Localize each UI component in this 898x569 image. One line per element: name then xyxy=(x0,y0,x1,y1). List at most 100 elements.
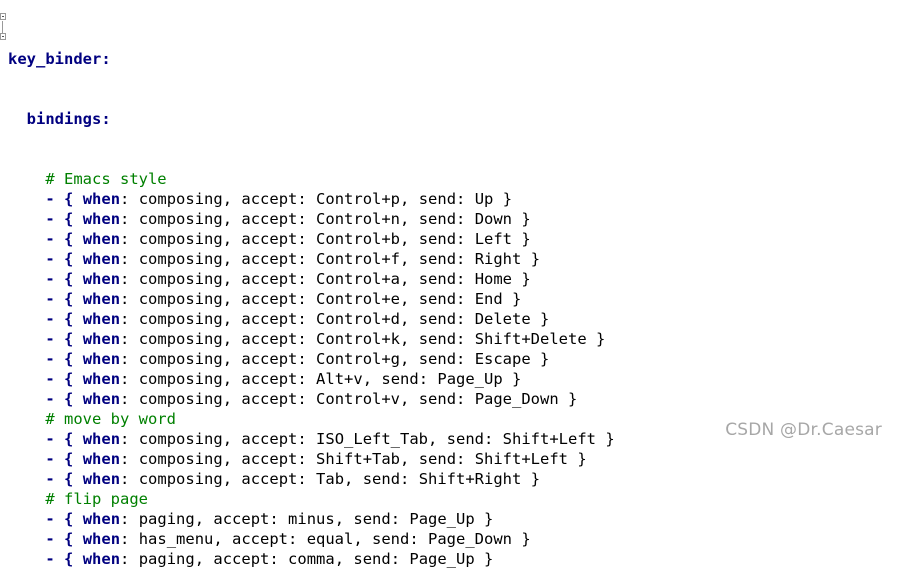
when-key: when xyxy=(82,390,121,408)
when-value: composing xyxy=(138,270,223,288)
open-brace: { xyxy=(64,210,74,228)
binding-line: - { when: composing, accept: Control+v, … xyxy=(45,390,578,408)
code-line-key-binder: key_binder: xyxy=(8,50,111,68)
when-key: when xyxy=(82,250,121,268)
when-key: when xyxy=(82,350,121,368)
close-brace: } xyxy=(521,530,531,548)
when-value: composing xyxy=(138,470,223,488)
comment-text: # flip page xyxy=(45,490,148,508)
when-value: composing xyxy=(138,230,223,248)
when-key: when xyxy=(82,270,121,288)
when-key: when xyxy=(82,430,121,448)
send-value: Page_Up xyxy=(409,510,475,528)
when-value: paging xyxy=(138,510,195,528)
binding-line: - { when: paging, accept: minus, send: P… xyxy=(45,510,494,528)
comment-line: # flip page xyxy=(8,489,615,509)
close-brace: } xyxy=(596,330,606,348)
accept-value: equal xyxy=(306,530,354,548)
binding-line: - { when: composing, accept: Control+k, … xyxy=(45,330,606,348)
key-binder-key: key_binder xyxy=(8,50,102,68)
close-brace: } xyxy=(577,450,587,468)
open-brace: { xyxy=(64,550,74,568)
when-key: when xyxy=(82,370,121,388)
list-dash: - xyxy=(45,350,55,368)
binding-line: - { when: composing, accept: Tab, send: … xyxy=(45,470,541,488)
send-value: Shift+Left xyxy=(502,430,596,448)
close-brace: } xyxy=(521,210,531,228)
accept-value: Control+b xyxy=(316,230,401,248)
binding-line: - { when: composing, accept: Alt+v, send… xyxy=(45,370,522,388)
send-value: Delete xyxy=(474,310,531,328)
close-brace: } xyxy=(568,390,578,408)
close-brace: } xyxy=(521,230,531,248)
binding-line: - { when: composing, accept: Control+b, … xyxy=(45,230,531,248)
watermark: CSDN @Dr.Caesar xyxy=(725,420,882,440)
send-value: Shift+Right xyxy=(418,470,522,488)
open-brace: { xyxy=(64,190,74,208)
open-brace: { xyxy=(64,290,74,308)
when-key: when xyxy=(82,450,121,468)
open-brace: { xyxy=(64,510,74,528)
when-key: when xyxy=(82,510,121,528)
open-brace: { xyxy=(64,350,74,368)
list-dash: - xyxy=(45,250,55,268)
binding-line: - { when: composing, accept: Control+g, … xyxy=(45,350,550,368)
open-brace: { xyxy=(64,370,74,388)
when-value: composing xyxy=(138,370,223,388)
when-value: composing xyxy=(138,210,223,228)
send-value: Page_Down xyxy=(428,530,513,548)
list-dash: - xyxy=(45,270,55,288)
list-dash: - xyxy=(45,290,55,308)
binding-line: - { when: composing, accept: Control+p, … xyxy=(45,190,513,208)
binding-line: - { when: composing, accept: Control+d, … xyxy=(45,310,550,328)
accept-value: ISO_Left_Tab xyxy=(316,430,429,448)
fold-toggle-bindings-icon[interactable] xyxy=(0,33,6,40)
close-brace: } xyxy=(512,290,522,308)
binding-line: - { when: composing, accept: Shift+Tab, … xyxy=(45,450,587,468)
when-value: composing xyxy=(138,290,223,308)
accept-value: minus xyxy=(288,510,335,528)
open-brace: { xyxy=(64,530,74,548)
binding-line: - { when: has_menu, accept: equal, send:… xyxy=(45,530,531,548)
when-value: has_menu xyxy=(138,530,214,548)
list-dash: - xyxy=(45,330,55,348)
close-brace: } xyxy=(540,350,550,368)
when-value: composing xyxy=(138,450,223,468)
accept-value: Control+v xyxy=(316,390,401,408)
when-value: paging xyxy=(138,550,195,568)
open-brace: { xyxy=(64,390,74,408)
close-brace: } xyxy=(502,190,513,208)
accept-value: Tab xyxy=(316,470,345,488)
list-dash: - xyxy=(45,390,55,408)
send-value: Right xyxy=(474,250,522,268)
list-dash: - xyxy=(45,230,55,248)
list-dash: - xyxy=(45,310,55,328)
accept-value: Control+f xyxy=(316,250,401,268)
when-value: composing xyxy=(138,350,223,368)
accept-value: Control+p xyxy=(316,190,401,208)
send-value: Escape xyxy=(474,350,531,368)
list-dash: - xyxy=(45,210,55,228)
accept-value: Shift+Tab xyxy=(316,450,401,468)
yaml-code[interactable]: key_binder: bindings: # Emacs style - { … xyxy=(8,9,615,569)
open-brace: { xyxy=(64,330,74,348)
accept-value: Control+n xyxy=(316,210,401,228)
binding-line: - { when: composing, accept: Control+n, … xyxy=(45,210,531,228)
list-dash: - xyxy=(45,370,55,388)
when-key: when xyxy=(82,310,121,328)
send-value: Up xyxy=(474,190,494,208)
comment-line: # move by word xyxy=(8,409,615,429)
close-brace: } xyxy=(530,250,541,268)
close-brace: } xyxy=(540,310,550,328)
fold-toggle-key-binder-icon[interactable] xyxy=(0,13,6,20)
comment-line: # Emacs style xyxy=(8,169,615,189)
binding-line: - { when: paging, accept: comma, send: P… xyxy=(45,550,494,568)
comment-text: # move by word xyxy=(45,410,176,428)
accept-value: Control+a xyxy=(316,270,401,288)
binding-line: - { when: composing, accept: Control+a, … xyxy=(45,270,531,288)
accept-value: comma xyxy=(288,550,335,568)
when-key: when xyxy=(82,210,121,228)
close-brace: } xyxy=(484,510,494,528)
list-dash: - xyxy=(45,530,55,548)
